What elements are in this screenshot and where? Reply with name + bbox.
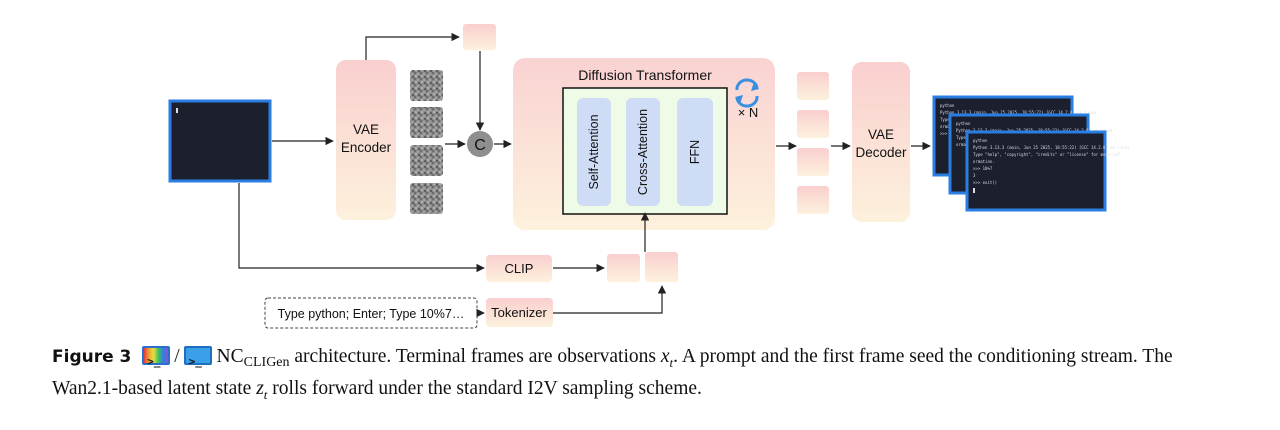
tokenizer-label: Tokenizer [491,305,547,320]
terminal3-line4: ormation. [973,159,995,164]
output-terminal-frames: python Python 3.13.3 (main, Jun 25 2025,… [932,95,1130,212]
rainbow-terminal-icon: >_ [142,346,171,368]
output-latents [797,72,829,214]
prompt-text: Type python; Enter; Type 10%7… [278,307,465,321]
vae-decoder-line1: VAE [868,127,894,142]
image-embedding-token [607,254,640,282]
vae-encoder-line1: VAE [353,122,379,137]
noise-latent-2 [410,107,443,138]
arrow-tokenizer-to-embed [553,285,667,314]
ffn-block [677,98,713,206]
caption-text-3: rolls forward under the standard I2V sam… [272,378,702,399]
prompt-box: Type python; Enter; Type 10%7… [264,297,478,329]
noise-latent-4 [410,183,443,214]
noise-latents [410,70,443,214]
terminal1-line2: Python 3.13.3 (main, Jun 25 2025, 18:55:… [940,110,1097,115]
clip-encoder: CLIP [486,255,552,282]
caption-var-x: xt [660,346,674,370]
concat-symbol: C [474,137,486,154]
noise-latent-3 [410,145,443,176]
input-terminal-frame [168,99,272,183]
output-latent-3 [797,148,829,176]
cross-attention-block [626,98,660,206]
text-embedding-token [645,252,678,282]
caption-text-1: architecture. Terminal frames are observ… [294,346,656,367]
output-latent-2 [797,110,829,138]
encoded-latent-token [463,24,496,50]
architecture-diagram: VAE Encoder C Diffusion Transformer Self… [168,24,1130,329]
caption-var-z-letter: z [256,378,264,399]
diffusion-transformer: Diffusion Transformer Self-Attention Cro… [513,58,775,230]
caption-nc: NC [216,346,244,367]
terminal3-line7: >>> exit() [973,180,997,185]
dit-title: Diffusion Transformer [578,67,712,83]
concat-node: C [467,131,493,157]
caption-var-z-sub: t [263,386,268,402]
caption-text-2: . A prompt and the first frame seed the … [52,346,1173,399]
caption-nc-sub: CLIGen [243,355,290,370]
figure-caption: Figure 3 >_/>_ NCCLIGen architecture. Te… [52,344,1242,408]
vae-decoder-line2: Decoder [855,145,907,160]
terminal1-line1: python [940,103,955,108]
blue-terminal-icon: >_ [183,346,212,368]
cross-attention-label: Cross-Attention [636,109,650,195]
refresh-icon [735,78,759,108]
terminal3-cursor-icon [973,188,975,193]
vae-encoder: VAE Encoder [336,60,396,220]
terminal3-line6: 3 [973,173,976,178]
cursor-icon [176,108,178,113]
caption-slash: / [174,346,180,367]
tokenizer: Tokenizer [486,298,553,327]
terminal3-line3: Type "help", "copyright", "credits" or "… [973,152,1120,157]
caption-var-x-letter: x [660,346,670,367]
output-latent-1 [797,72,829,100]
figure-label: Figure 3 [52,347,132,367]
arrow-terminal-to-clip [238,183,485,273]
repeat-label: × N [738,105,759,120]
ffn-label: FFN [688,140,702,164]
clip-label: CLIP [505,261,534,276]
terminal3-line1: python [973,138,988,143]
terminal3-line5: >>> 10%7 [973,166,993,171]
terminal3-line2: Python 3.13.3 (main, Jun 25 2025, 18:55:… [973,145,1130,150]
self-attention-block [577,98,611,206]
caption-var-x-sub: t [669,354,674,370]
caption-var-z: zt [256,378,268,402]
noise-latent-1 [410,70,443,101]
vae-encoder-line2: Encoder [341,140,392,155]
vae-decoder: VAE Decoder [852,62,910,222]
self-attention-label: Self-Attention [587,114,601,189]
arrow-encoder-to-latent [365,32,460,60]
output-latent-4 [797,186,829,214]
output-terminal-frame-3: python Python 3.13.3 (main, Jun 25 2025,… [965,130,1130,212]
terminal2-line1: python [956,121,971,126]
